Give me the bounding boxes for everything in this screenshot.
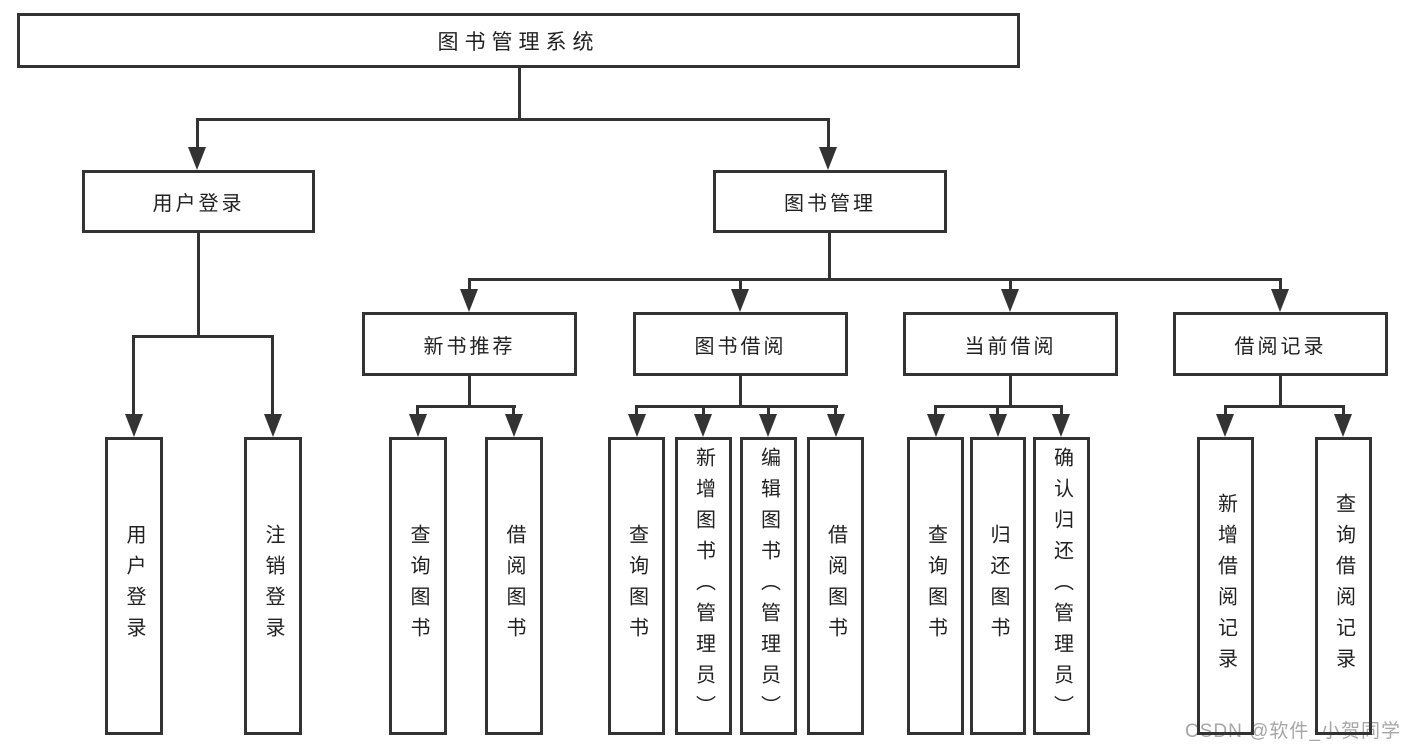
node-current-borrowing-label: 当前借阅 [964,335,1057,358]
connector [827,121,830,148]
node-current-borrowing: 当前借阅 [903,312,1118,376]
connector [132,338,135,415]
leaf-current-query-books: 查询图书 [907,437,964,735]
leaf-borrowing-query-books-label: 查询图书 [625,524,648,648]
connector [416,408,419,416]
leaf-recommend-query-books-label: 查询图书 [407,524,429,648]
connector [1009,376,1012,408]
connector [635,408,638,416]
node-user-login: 用户登录 [82,170,315,233]
arrowhead [819,147,837,170]
arrowhead [1271,289,1289,312]
csdn-watermark: CSDN @软件_小贺同学 [1185,721,1401,742]
connector [834,408,837,416]
arrowhead [1334,414,1352,437]
leaf-user-login: 用户登录 [105,437,163,735]
leaf-borrowing-query-books: 查询图书 [608,437,665,735]
connector [996,408,999,416]
arrowhead [1216,414,1234,437]
leaf-add-borrow-record-label: 新增借阅记录 [1214,493,1237,679]
leaf-recommend-borrow-books-label: 借阅图书 [503,524,525,648]
leaf-borrowing-borrow-books: 借阅图书 [807,437,864,735]
leaf-current-query-books-label: 查询图书 [924,524,947,648]
connector [468,278,1282,281]
arrowhead [505,414,523,437]
connector [416,405,516,408]
leaf-add-books-admin: 新增图书（管理员） [675,437,732,735]
arrowhead [989,414,1007,437]
arrowhead [759,414,777,437]
node-root: 图书管理系统 [17,13,1020,68]
connector [1060,408,1063,416]
node-new-book-recommendation: 新书推荐 [362,312,577,376]
arrowhead [827,414,845,437]
leaf-add-books-admin-label: 新增图书（管理员） [692,446,715,726]
arrowhead [694,414,712,437]
leaf-add-borrow-record: 新增借阅记录 [1197,437,1254,735]
leaf-return-books: 归还图书 [970,437,1026,735]
connector [767,408,770,416]
node-book-borrowing: 图书借阅 [633,312,848,376]
arrowhead [628,414,646,437]
arrowhead [927,414,945,437]
leaf-return-books-label: 归还图书 [987,524,1009,648]
connector [739,376,742,408]
leaf-logout: 注销登录 [244,437,302,735]
node-user-login-label: 用户登录 [152,193,245,215]
connector [1279,376,1282,408]
node-borrowing-records: 借阅记录 [1173,312,1388,376]
arrowhead [460,289,478,312]
leaf-edit-books-admin: 编辑图书（管理员） [740,437,797,735]
connector [739,281,742,291]
arrowhead [1052,414,1070,437]
connector [1279,281,1282,291]
connector [468,376,471,408]
leaf-recommend-borrow-books: 借阅图书 [485,437,543,735]
connector [512,408,515,416]
connector [1009,281,1012,291]
leaf-confirm-return-admin: 确认归还（管理员） [1033,437,1090,735]
connector [635,405,838,408]
leaf-query-borrow-record-label: 查询借阅记录 [1332,493,1355,679]
connector [702,408,705,416]
connector [518,68,521,121]
leaf-recommend-query-books: 查询图书 [389,437,447,735]
arrowhead [264,414,282,437]
node-borrowing-records-label: 借阅记录 [1234,335,1327,358]
leaf-edit-books-admin-label: 编辑图书（管理员） [757,446,780,726]
connector [271,338,274,415]
node-book-management: 图书管理 [713,170,947,233]
arrowhead [188,147,206,170]
arrowhead [409,414,427,437]
connector [197,233,200,338]
node-root-label: 图书管理系统 [437,30,600,54]
connector [1224,408,1227,416]
leaf-logout-label: 注销登录 [262,524,284,648]
connector [1342,408,1345,416]
connector [196,121,199,148]
connector [196,118,830,121]
leaf-query-borrow-record: 查询借阅记录 [1315,437,1372,735]
arrowhead [1001,289,1019,312]
node-new-book-recommendation-label: 新书推荐 [423,335,516,358]
connector [1224,405,1345,408]
leaf-borrowing-borrow-books-label: 借阅图书 [824,524,847,648]
node-book-management-label: 图书管理 [784,193,876,215]
node-book-borrowing-label: 图书借阅 [694,335,787,358]
leaf-confirm-return-admin-label: 确认归还（管理员） [1050,446,1073,726]
leaf-user-login-label: 用户登录 [123,524,145,648]
arrowhead [125,414,143,437]
arrowhead [731,289,749,312]
connector [468,281,471,291]
connector [132,335,274,338]
connector [828,233,831,281]
connector [934,405,1063,408]
connector [934,408,937,416]
